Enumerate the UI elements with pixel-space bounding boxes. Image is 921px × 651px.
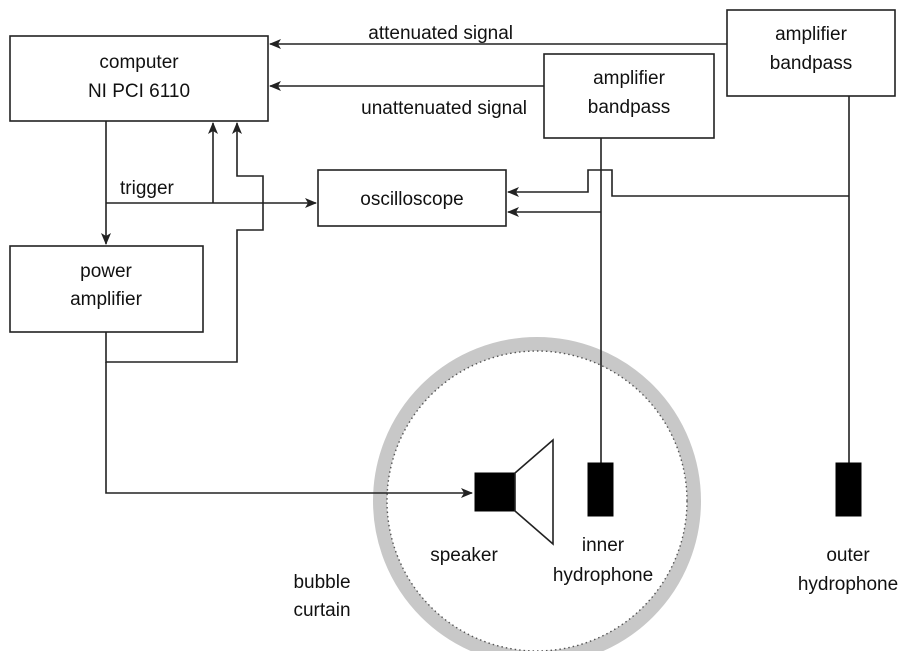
power-amplifier-block: power amplifier	[9, 245, 204, 333]
oscilloscope-label: oscilloscope	[360, 189, 464, 210]
inner-hydrophone-label-line2: hydrophone	[553, 565, 653, 586]
outer-to-oscilloscope-arrow	[507, 169, 849, 197]
speaker-magnet	[474, 472, 516, 512]
outer-hydrophone-label-line1: outer	[826, 545, 870, 566]
bubble-curtain-label-line1: bubble	[293, 572, 350, 593]
amplifier-inner-label-line2: bandpass	[588, 97, 670, 118]
amplifier-bandpass-outer-box	[726, 9, 896, 97]
amplifier-outer-label-line1: amplifier	[775, 24, 847, 45]
computer-box	[9, 35, 269, 122]
power-amplifier-box	[9, 245, 204, 333]
bubble-curtain-dotted-edge	[386, 350, 688, 651]
amplifier-outer-label-line2: bandpass	[770, 53, 852, 74]
attenuated-signal-label: attenuated signal	[368, 23, 513, 44]
amplifier-inner-label-line1: amplifier	[593, 68, 665, 89]
bubble-curtain-label-line2: curtain	[293, 600, 350, 621]
oscilloscope-block: oscilloscope	[317, 169, 507, 227]
power-amplifier-monitor-arrow	[105, 122, 264, 363]
speaker	[474, 438, 554, 546]
trigger-label: trigger	[120, 178, 175, 199]
computer-label-line2: NI PCI 6110	[88, 81, 190, 102]
inner-hydrophone-device	[587, 462, 614, 517]
computer-block: computer NI PCI 6110	[9, 35, 269, 122]
power-amplifier-label-line2: amplifier	[70, 289, 142, 310]
amplifier-bandpass-inner-box	[543, 53, 715, 139]
power-amplifier-label-line1: power	[80, 261, 132, 282]
bubble-curtain	[373, 337, 701, 651]
outer-hydrophone-device	[835, 462, 862, 517]
amplifier-bandpass-outer-block: amplifier bandpass	[726, 9, 896, 97]
bubble-curtain-ring	[373, 337, 701, 651]
unattenuated-signal-label: unattenuated signal	[361, 98, 527, 119]
inner-hydrophone-label-line1: inner	[582, 535, 625, 556]
speaker-cone	[514, 438, 554, 546]
computer-label-line1: computer	[99, 52, 179, 73]
power-amplifier-to-speaker-arrow	[105, 362, 473, 498]
speaker-label: speaker	[430, 545, 498, 566]
oscilloscope-box	[317, 169, 507, 227]
amplifier-bandpass-inner-block: amplifier bandpass	[543, 53, 715, 139]
outer-hydrophone-label-line2: hydrophone	[798, 574, 898, 595]
